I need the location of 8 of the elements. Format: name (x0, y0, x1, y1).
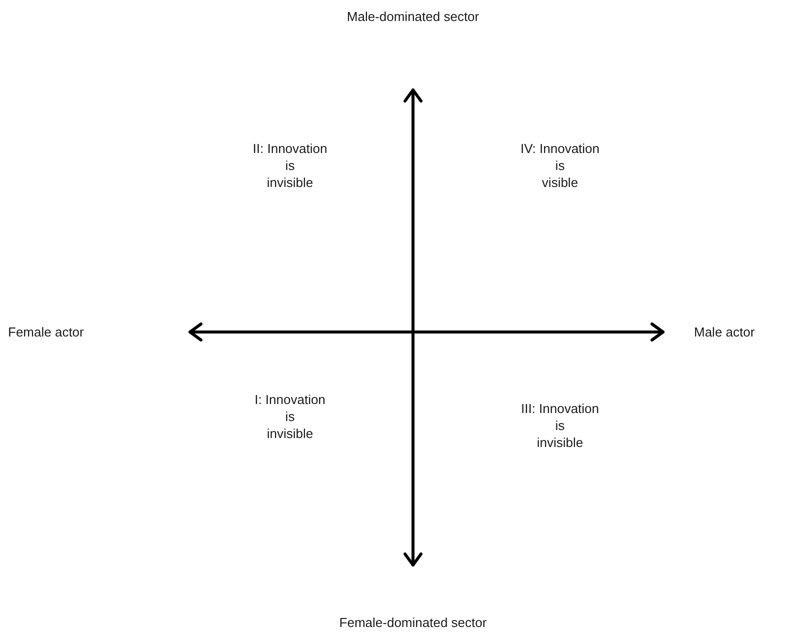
axis-label: Female actor (8, 324, 84, 340)
quadrant-label: III: Innovation is invisible (520, 400, 600, 451)
axis-label: Male-dominated sector (346, 8, 480, 25)
quadrant-label: IV: Innovation is visible (520, 140, 600, 191)
quadrant-label: II: Innovation is invisible (252, 140, 328, 191)
axis-label: Male actor (694, 324, 755, 340)
quadrant-label: I: Innovation is invisible (254, 391, 326, 442)
axis-label: Female-dominated sector (339, 614, 487, 631)
